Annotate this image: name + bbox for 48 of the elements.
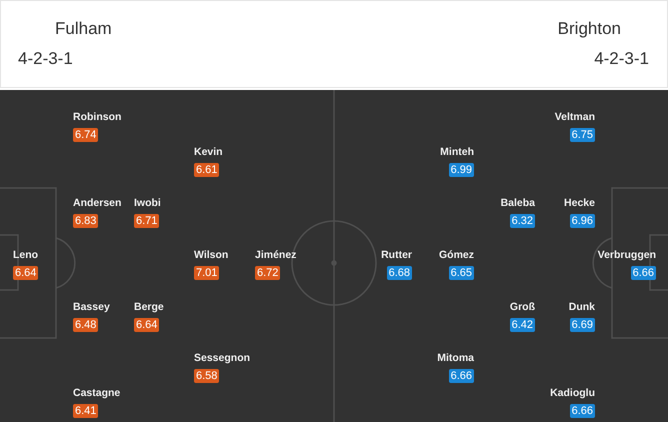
player-name: Mitoma	[437, 352, 474, 365]
player-name: Minteh	[440, 146, 474, 159]
player-name: Robinson	[73, 111, 122, 124]
rating-badge: 6.66	[630, 266, 656, 280]
rating-badge: 6.75	[570, 128, 595, 142]
rating-badge: 6.66	[570, 404, 595, 418]
team-name: Brighton	[558, 19, 621, 39]
player-name: Sessegnon	[194, 352, 250, 365]
formation-label: 4-2-3-1	[594, 49, 649, 69]
rating-badge: 7.01	[194, 266, 220, 280]
rating-badge: 6.96	[570, 214, 595, 228]
rating-badge: 6.68	[386, 266, 412, 280]
rating-badge: 6.72	[255, 266, 280, 280]
player-name: Wilson	[194, 249, 228, 262]
rating-badge: 6.42	[510, 318, 535, 332]
player-name: Bassey	[73, 301, 110, 314]
team-name: Fulham	[55, 19, 112, 39]
player-name: Baleba	[500, 197, 535, 210]
player-name: Kevin	[194, 146, 223, 159]
player-name: Berge	[134, 301, 164, 314]
rating-badge: 6.64	[13, 266, 38, 280]
rating-badge: 6.64	[134, 318, 160, 332]
rating-badge: 6.41	[73, 404, 98, 418]
rating-badge: 6.48	[73, 318, 98, 332]
rating-badge: 6.71	[134, 214, 160, 228]
rating-badge: 6.66	[448, 369, 474, 383]
rating-badge: 6.65	[448, 266, 474, 280]
rating-badge: 6.83	[73, 214, 98, 228]
rating-badge: 6.69	[570, 318, 595, 332]
rating-badge: 6.58	[194, 369, 220, 383]
player-name: Castagne	[73, 387, 120, 400]
rating-badge: 6.74	[73, 128, 98, 142]
rating-badge: 6.61	[194, 163, 220, 177]
player-name: Kadioglu	[550, 387, 595, 400]
player-name: Dunk	[568, 301, 595, 314]
rating-badge: 6.99	[448, 163, 474, 177]
player-name: Groß	[510, 301, 535, 314]
formation-label: 4-2-3-1	[18, 49, 73, 69]
player-name: Gómez	[438, 249, 474, 262]
rating-badge: 6.32	[510, 214, 535, 228]
player-name: Andersen	[73, 197, 122, 210]
player-name: Jiménez	[255, 249, 296, 262]
player-name: Iwobi	[134, 197, 161, 210]
player-name: Verbruggen	[598, 249, 656, 262]
player-name: Hecke	[564, 197, 595, 210]
player-name: Rutter	[381, 249, 412, 262]
player-name: Veltman	[554, 111, 595, 124]
player-name: Leno	[13, 249, 38, 262]
